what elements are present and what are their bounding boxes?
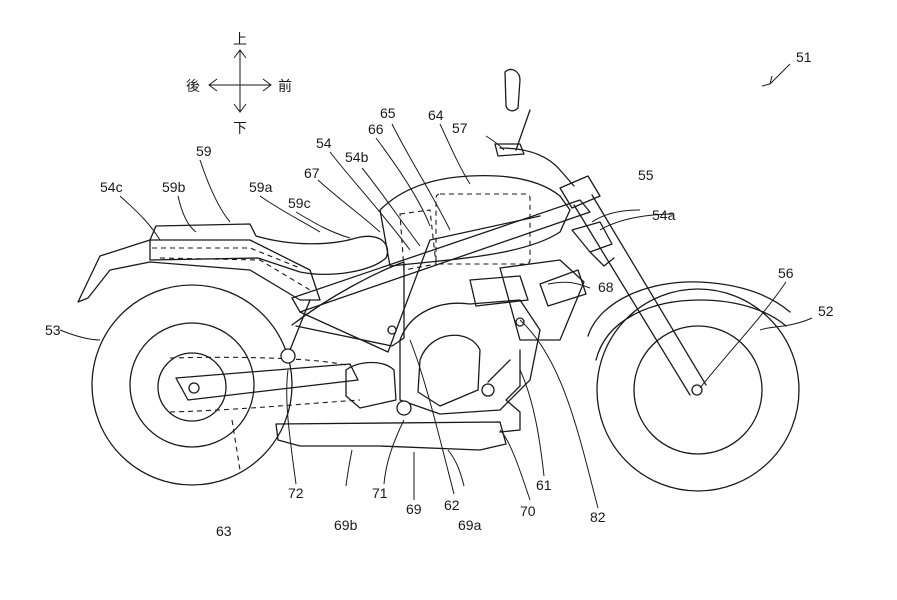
label-63: 63 [216,523,232,539]
label-53: 53 [45,322,61,338]
pivot-points [280,317,525,416]
label-61: 61 [536,477,552,493]
label-54a: 54a [652,207,676,223]
direction-indicator: 上 下 後 前 [186,32,292,137]
label-54c: 54c [100,179,123,195]
label-51: 51 [796,49,812,65]
label-56: 56 [778,265,794,281]
label-59: 59 [196,143,212,159]
label-69: 69 [406,501,422,517]
label-71: 71 [372,485,388,501]
rear-cowl [77,239,321,303]
label-62: 62 [444,497,460,513]
swing-arm [169,356,361,471]
front-wheel [596,288,800,492]
label-54b: 54b [345,149,369,165]
label-70: 70 [520,503,536,519]
label-69a: 69a [458,517,482,533]
direction-rear-label: 後 [186,79,200,95]
label-68: 68 [598,279,614,295]
direction-front-label: 前 [278,78,292,95]
handlebar [494,68,575,187]
label-65: 65 [380,105,396,121]
label-57: 57 [452,120,468,136]
fuel-tank [379,174,571,267]
label-59c: 59c [288,195,311,211]
frame [287,199,591,356]
label-52: 52 [818,303,834,319]
direction-down-label: 下 [233,121,247,137]
reference-labels: 51 52 53 54 54a 54b 54c 55 56 57 59 59a … [45,49,834,539]
leader-lines [59,63,813,509]
label-69b: 69b [334,517,358,533]
label-66: 66 [368,121,384,137]
label-59a: 59a [249,179,273,195]
label-54: 54 [316,135,332,151]
rear-wheel [91,284,293,486]
front-fender [587,281,791,361]
label-55: 55 [638,167,654,183]
exhaust [275,349,521,451]
seat [149,223,389,275]
throttle-body [539,269,587,307]
label-67: 67 [304,165,320,181]
label-82: 82 [590,509,606,525]
front-fork [559,175,707,396]
label-72: 72 [288,485,304,501]
direction-up-label: 上 [233,32,247,48]
engine [345,259,585,415]
label-59b: 59b [162,179,186,195]
label-64: 64 [428,107,444,123]
